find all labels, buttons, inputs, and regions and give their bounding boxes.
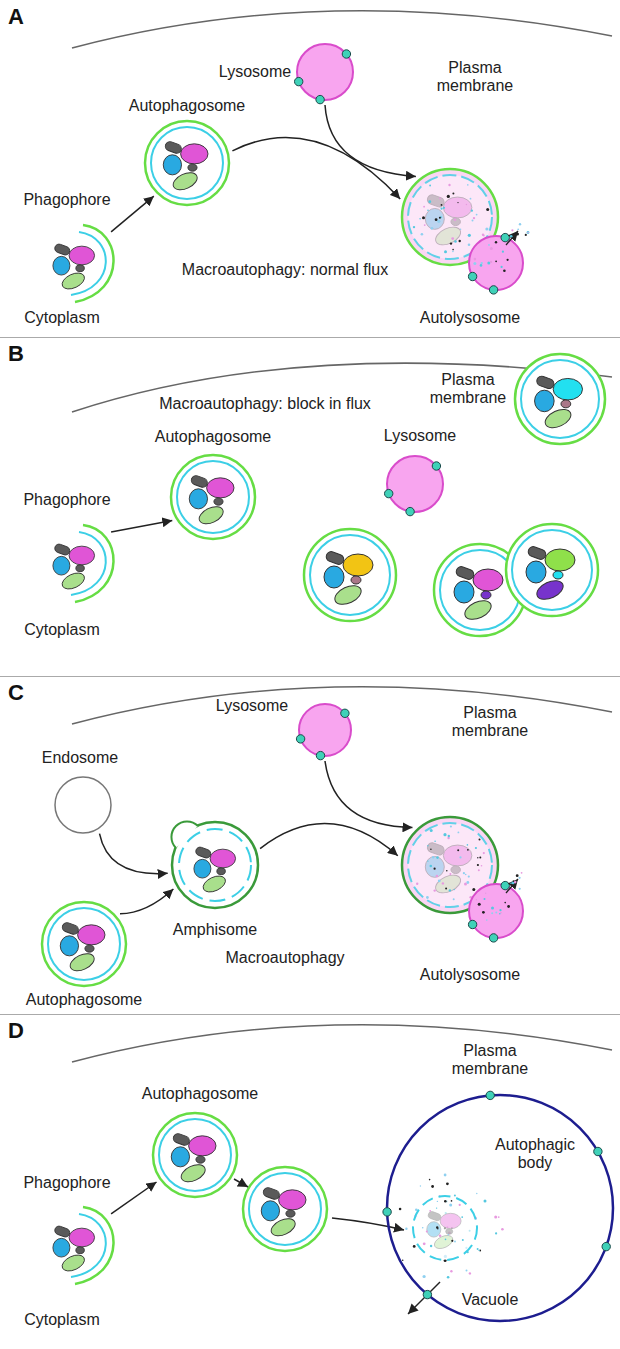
organelle-label: Lysosome [384, 427, 456, 445]
region-label: Cytoplasm [24, 309, 100, 327]
organelle: Autolysosome [400, 815, 500, 915]
organelle: Lysosome [297, 702, 353, 758]
region-label: Macroautophagy [225, 949, 344, 967]
panel-letter: C [8, 680, 24, 706]
organelle-label: Endosome [42, 749, 119, 767]
flux-arrow [111, 1182, 156, 1214]
organelle-drawing [169, 453, 257, 541]
organelle-label: Autophagosome [26, 991, 143, 1009]
organelle: Endosome [53, 775, 113, 835]
panel: APhagophoreAutophagosomeLysosomeAutolyso… [0, 0, 620, 337]
region-label: Plasma membrane [445, 704, 535, 740]
organelle-label: Phagophore [23, 1174, 110, 1192]
organelle-drawing [53, 775, 113, 835]
flux-arrow [232, 137, 400, 198]
organelle: Lysosome [385, 454, 445, 514]
organelle: Autophagic body [411, 1194, 479, 1262]
region-label: Cytoplasm [24, 621, 100, 639]
organelle: Phagophore [35, 222, 125, 304]
organelle-label: Autophagosome [155, 428, 272, 446]
region-label: Macroautophagy: block in flux [159, 395, 371, 413]
organelle: Phagophore [35, 1204, 125, 1286]
organelle-drawing [35, 522, 125, 604]
organelle-label: Lysosome [216, 697, 288, 715]
region-label: Macroautophagy: normal flux [182, 261, 388, 279]
flux-arrow [325, 761, 413, 828]
region-label: Cytoplasm [24, 1311, 100, 1329]
organelle-label: Vacuole [462, 1291, 519, 1309]
organelle: Vacuole Autophagic body [385, 1093, 615, 1323]
flux-arrow [100, 834, 168, 874]
region-label: Plasma membrane [445, 1042, 535, 1078]
organelle-label: Phagophore [23, 191, 110, 209]
organelle-drawing [400, 815, 500, 915]
organelle-label: Autophagic body [493, 1136, 577, 1172]
organelle-drawing [40, 900, 128, 988]
organelle-label: Autolysosome [420, 966, 521, 984]
organelle: Autophagosome [169, 453, 257, 541]
organelle-label: Autolysosome [420, 309, 521, 327]
organelle-drawing [295, 42, 355, 102]
organelle-drawing [400, 167, 500, 267]
organelle-label: Autophagosome [129, 97, 246, 115]
region-label: Plasma membrane [423, 371, 513, 407]
organelle-drawing [143, 119, 231, 207]
organelle-label: Phagophore [23, 491, 110, 509]
region-label: Plasma membrane [430, 59, 520, 95]
flux-arrow [325, 105, 416, 176]
organelle: Autolysosome [400, 167, 500, 267]
flux-arrow [111, 521, 172, 532]
flux-arrow [120, 889, 173, 914]
flux-arrow [111, 196, 154, 232]
organelle-label: Autophagosome [142, 1085, 259, 1103]
organelle-drawing [35, 222, 125, 304]
organelle-label: Amphisome [173, 921, 257, 939]
organelle-drawing [411, 1194, 479, 1262]
organelle: Autophagosome [151, 1111, 239, 1199]
organelle: Amphisome [170, 820, 260, 910]
panel-letter: A [8, 4, 24, 30]
organelle-label: Lysosome [219, 63, 291, 81]
organelle: Lysosome [295, 42, 355, 102]
organelle-drawing [151, 1111, 239, 1199]
organelle: Autophagosome [143, 119, 231, 207]
organelle: Phagophore [35, 522, 125, 604]
organelle-drawing [385, 1093, 615, 1323]
organelle-drawing [297, 702, 353, 758]
panel-letter: D [8, 1018, 24, 1044]
organelle: Autophagosome [40, 900, 128, 988]
panel-letter: B [8, 341, 24, 367]
organelle-drawing [385, 454, 445, 514]
flux-arrow [260, 824, 398, 856]
organelle-drawing [170, 820, 260, 910]
organelle-drawing [35, 1204, 125, 1286]
